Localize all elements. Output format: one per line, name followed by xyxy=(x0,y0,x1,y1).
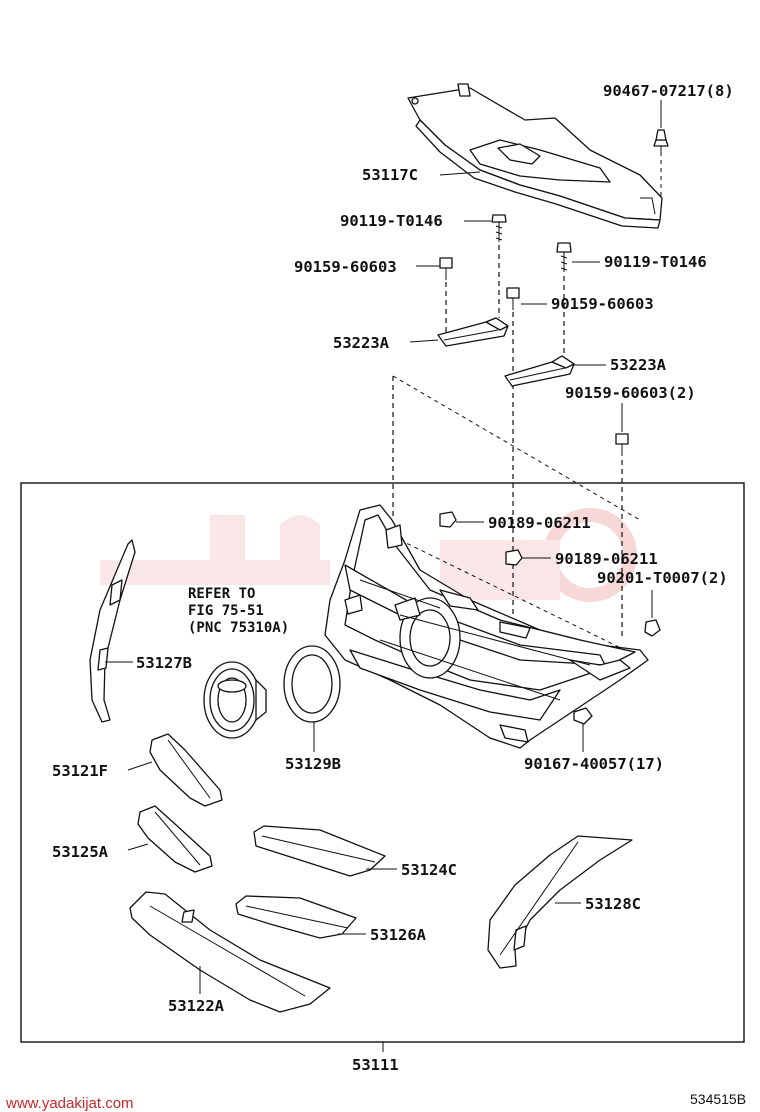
molding-53125a xyxy=(137,805,213,873)
label-90159-right: 90159-60603(2) xyxy=(565,384,696,402)
refer-line-3: (PNC 75310A) xyxy=(188,620,289,636)
label-53117c: 53117C xyxy=(362,166,418,184)
molding-53124c xyxy=(253,825,386,877)
label-53111: 53111 xyxy=(352,1056,399,1074)
refer-line-2: FIG 75-51 xyxy=(188,603,264,619)
label-53223a-left: 53223A xyxy=(333,334,390,352)
screw-90159-right-icon xyxy=(615,433,629,456)
label-90159-mid: 90159-60603 xyxy=(551,295,654,313)
screw-90159-mid-icon xyxy=(506,287,520,310)
bolt-90119-right-icon xyxy=(556,242,572,272)
clip-90467-icon xyxy=(653,129,669,152)
molding-53122a xyxy=(129,891,331,1013)
nut-90201-icon xyxy=(644,619,661,637)
screw-90159-left-icon xyxy=(439,257,453,280)
label-90201: 90201-T0007(2) xyxy=(597,569,728,587)
label-90159-left: 90159-60603 xyxy=(294,258,397,276)
label-53126a: 53126A xyxy=(370,926,427,944)
upper-cover-53117c xyxy=(407,83,663,229)
label-90467: 90467-07217(8) xyxy=(603,82,734,100)
bolt-90119-left-icon xyxy=(491,214,507,242)
label-90167: 90167-40057(17) xyxy=(524,755,664,773)
label-53122a: 53122A xyxy=(168,997,225,1015)
clip-90167-icon xyxy=(573,707,593,725)
bracket-53223a-right xyxy=(504,355,575,387)
nut-90189-a-icon xyxy=(439,511,457,528)
label-90189-b: 90189-06211 xyxy=(555,550,658,568)
refer-line-1: REFER TO xyxy=(188,586,255,602)
label-90119-right: 90119-T0146 xyxy=(604,253,707,271)
emblem-ring-53129b xyxy=(283,645,341,723)
label-53127b: 53127B xyxy=(136,654,192,672)
label-53125a: 53125A xyxy=(52,843,109,861)
nut-90189-b-icon xyxy=(505,549,523,566)
toyota-emblem-icon xyxy=(203,661,267,739)
website-footer: www.yadakijat.com xyxy=(5,1095,134,1112)
label-53129b: 53129B xyxy=(285,755,341,773)
diagram-code: 534515B xyxy=(690,1091,746,1107)
label-90119-left: 90119-T0146 xyxy=(340,212,443,230)
yadakijat-logo-watermark xyxy=(100,508,637,602)
label-53124c: 53124C xyxy=(401,861,457,879)
label-90189-a: 90189-06211 xyxy=(488,514,591,532)
label-53121f: 53121F xyxy=(52,762,108,780)
molding-53126a xyxy=(235,895,357,939)
radiator-grille-53111 xyxy=(324,504,649,749)
bracket-53223a-left xyxy=(437,317,509,347)
label-53223a-right: 53223A xyxy=(610,356,667,374)
label-53128c: 53128C xyxy=(585,895,641,913)
side-molding-53127b xyxy=(89,539,136,723)
side-molding-53128c xyxy=(487,835,633,969)
molding-53121f xyxy=(149,733,223,807)
